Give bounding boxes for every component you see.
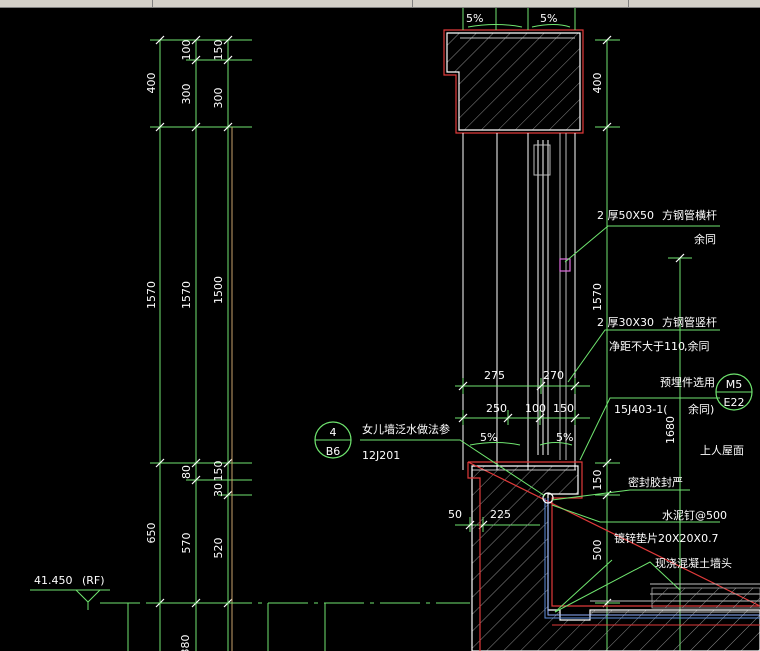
dim-text: 275	[484, 369, 505, 382]
toolbar-separator	[412, 0, 413, 7]
slope-label: 5%	[540, 12, 557, 25]
rail-note: 余同	[694, 232, 716, 246]
bubble-bottom: B6	[326, 445, 341, 458]
rail-name: 方钢管横杆	[662, 208, 717, 222]
dim-text: 380	[179, 635, 192, 651]
leader-lines	[360, 225, 720, 613]
dim-text: 300	[180, 84, 193, 105]
bubble-top: 4	[330, 426, 337, 439]
toolbar-separator	[628, 0, 629, 7]
embed-ref: 15J403-1(	[614, 403, 668, 416]
dim-text: 570	[180, 533, 193, 554]
railing-posts[interactable]	[462, 133, 576, 470]
nail-label: 水泥钉@500	[662, 509, 727, 522]
left-dimension-texts: 400 1570 650 100 300 1570 80 570 150 300…	[145, 40, 225, 651]
post-spec: 2 厚30X30	[597, 316, 654, 329]
elevation-value: 41.450	[34, 574, 73, 587]
dim-text: 1570	[145, 281, 158, 309]
dim-text: 520	[212, 538, 225, 559]
dim-text: 400	[591, 73, 604, 94]
embed-note: 余同)	[688, 402, 714, 416]
dim-text: 80	[180, 465, 193, 479]
top-cap-beam[interactable]	[443, 29, 584, 134]
detail-bubble-right[interactable]: M5 E22	[715, 373, 753, 411]
dim-text: 100	[525, 402, 546, 415]
washer-label: 镀锌垫片20X20X0.7	[614, 531, 719, 545]
parapet-ref: 12J201	[362, 449, 400, 462]
roof-finish	[651, 587, 760, 609]
left-dimension-lines	[150, 39, 252, 651]
dim-text: 30	[212, 483, 225, 497]
reference-lines	[30, 589, 470, 651]
slope-arrow	[539, 442, 573, 446]
post-note: 净距不大于110	[609, 339, 685, 353]
dim-text: 300	[212, 88, 225, 109]
bubble-top: M5	[726, 378, 743, 391]
dim-text: 150	[553, 402, 574, 415]
roof-label: 上人屋面	[700, 444, 744, 457]
parapet-base[interactable]	[467, 461, 760, 651]
horizontal-dimension-ticks	[458, 381, 580, 530]
dim-text: 100	[180, 40, 193, 61]
floor-label: (RF)	[82, 574, 105, 587]
dim-text: 150	[212, 461, 225, 482]
annotations: 2 厚50X50 方钢管横杆 余同 2 厚30X30 方钢管竖杆 净距不大于11…	[362, 208, 744, 570]
sealant-joint	[542, 492, 554, 504]
dim-text: 1500	[212, 276, 225, 304]
left-dimension-ticks	[155, 35, 233, 608]
rail-section[interactable]	[559, 258, 571, 272]
slope-label: 5%	[466, 12, 483, 25]
dim-text: 400	[145, 73, 158, 94]
embed-title: 预埋件选用	[660, 376, 715, 389]
slope-arrow	[469, 442, 521, 446]
slope-label: 5%	[480, 431, 497, 444]
dim-text: 150	[591, 470, 604, 491]
dim-text: 1570	[180, 281, 193, 309]
dim-text: 150	[212, 40, 225, 61]
window-toolbar-strip	[0, 0, 760, 8]
elevation-marker	[74, 589, 102, 603]
detail-bubble-left[interactable]: 4 B6	[314, 421, 352, 459]
dim-text: 270	[543, 369, 564, 382]
cap-label: 现浇混凝土墙头	[655, 556, 732, 570]
post-name: 方钢管竖杆	[662, 315, 717, 329]
dim-text: 1680	[664, 416, 677, 444]
bubble-bottom: E22	[724, 396, 745, 409]
toolbar-separator	[152, 0, 153, 7]
parapet-note: 女儿墙泛水做法参	[362, 422, 450, 436]
top-slope-markers	[462, 8, 576, 30]
dim-text: 500	[591, 540, 604, 561]
rail-spec: 2 厚50X50	[597, 209, 654, 222]
sealant-label: 密封胶封严	[628, 475, 683, 489]
dim-text: 250	[486, 402, 507, 415]
post-note: ,余同	[684, 339, 710, 353]
slope-label: 5%	[556, 431, 573, 444]
dim-text: 50	[448, 508, 462, 521]
dim-text: 650	[145, 523, 158, 544]
dim-text: 1570	[591, 283, 604, 311]
